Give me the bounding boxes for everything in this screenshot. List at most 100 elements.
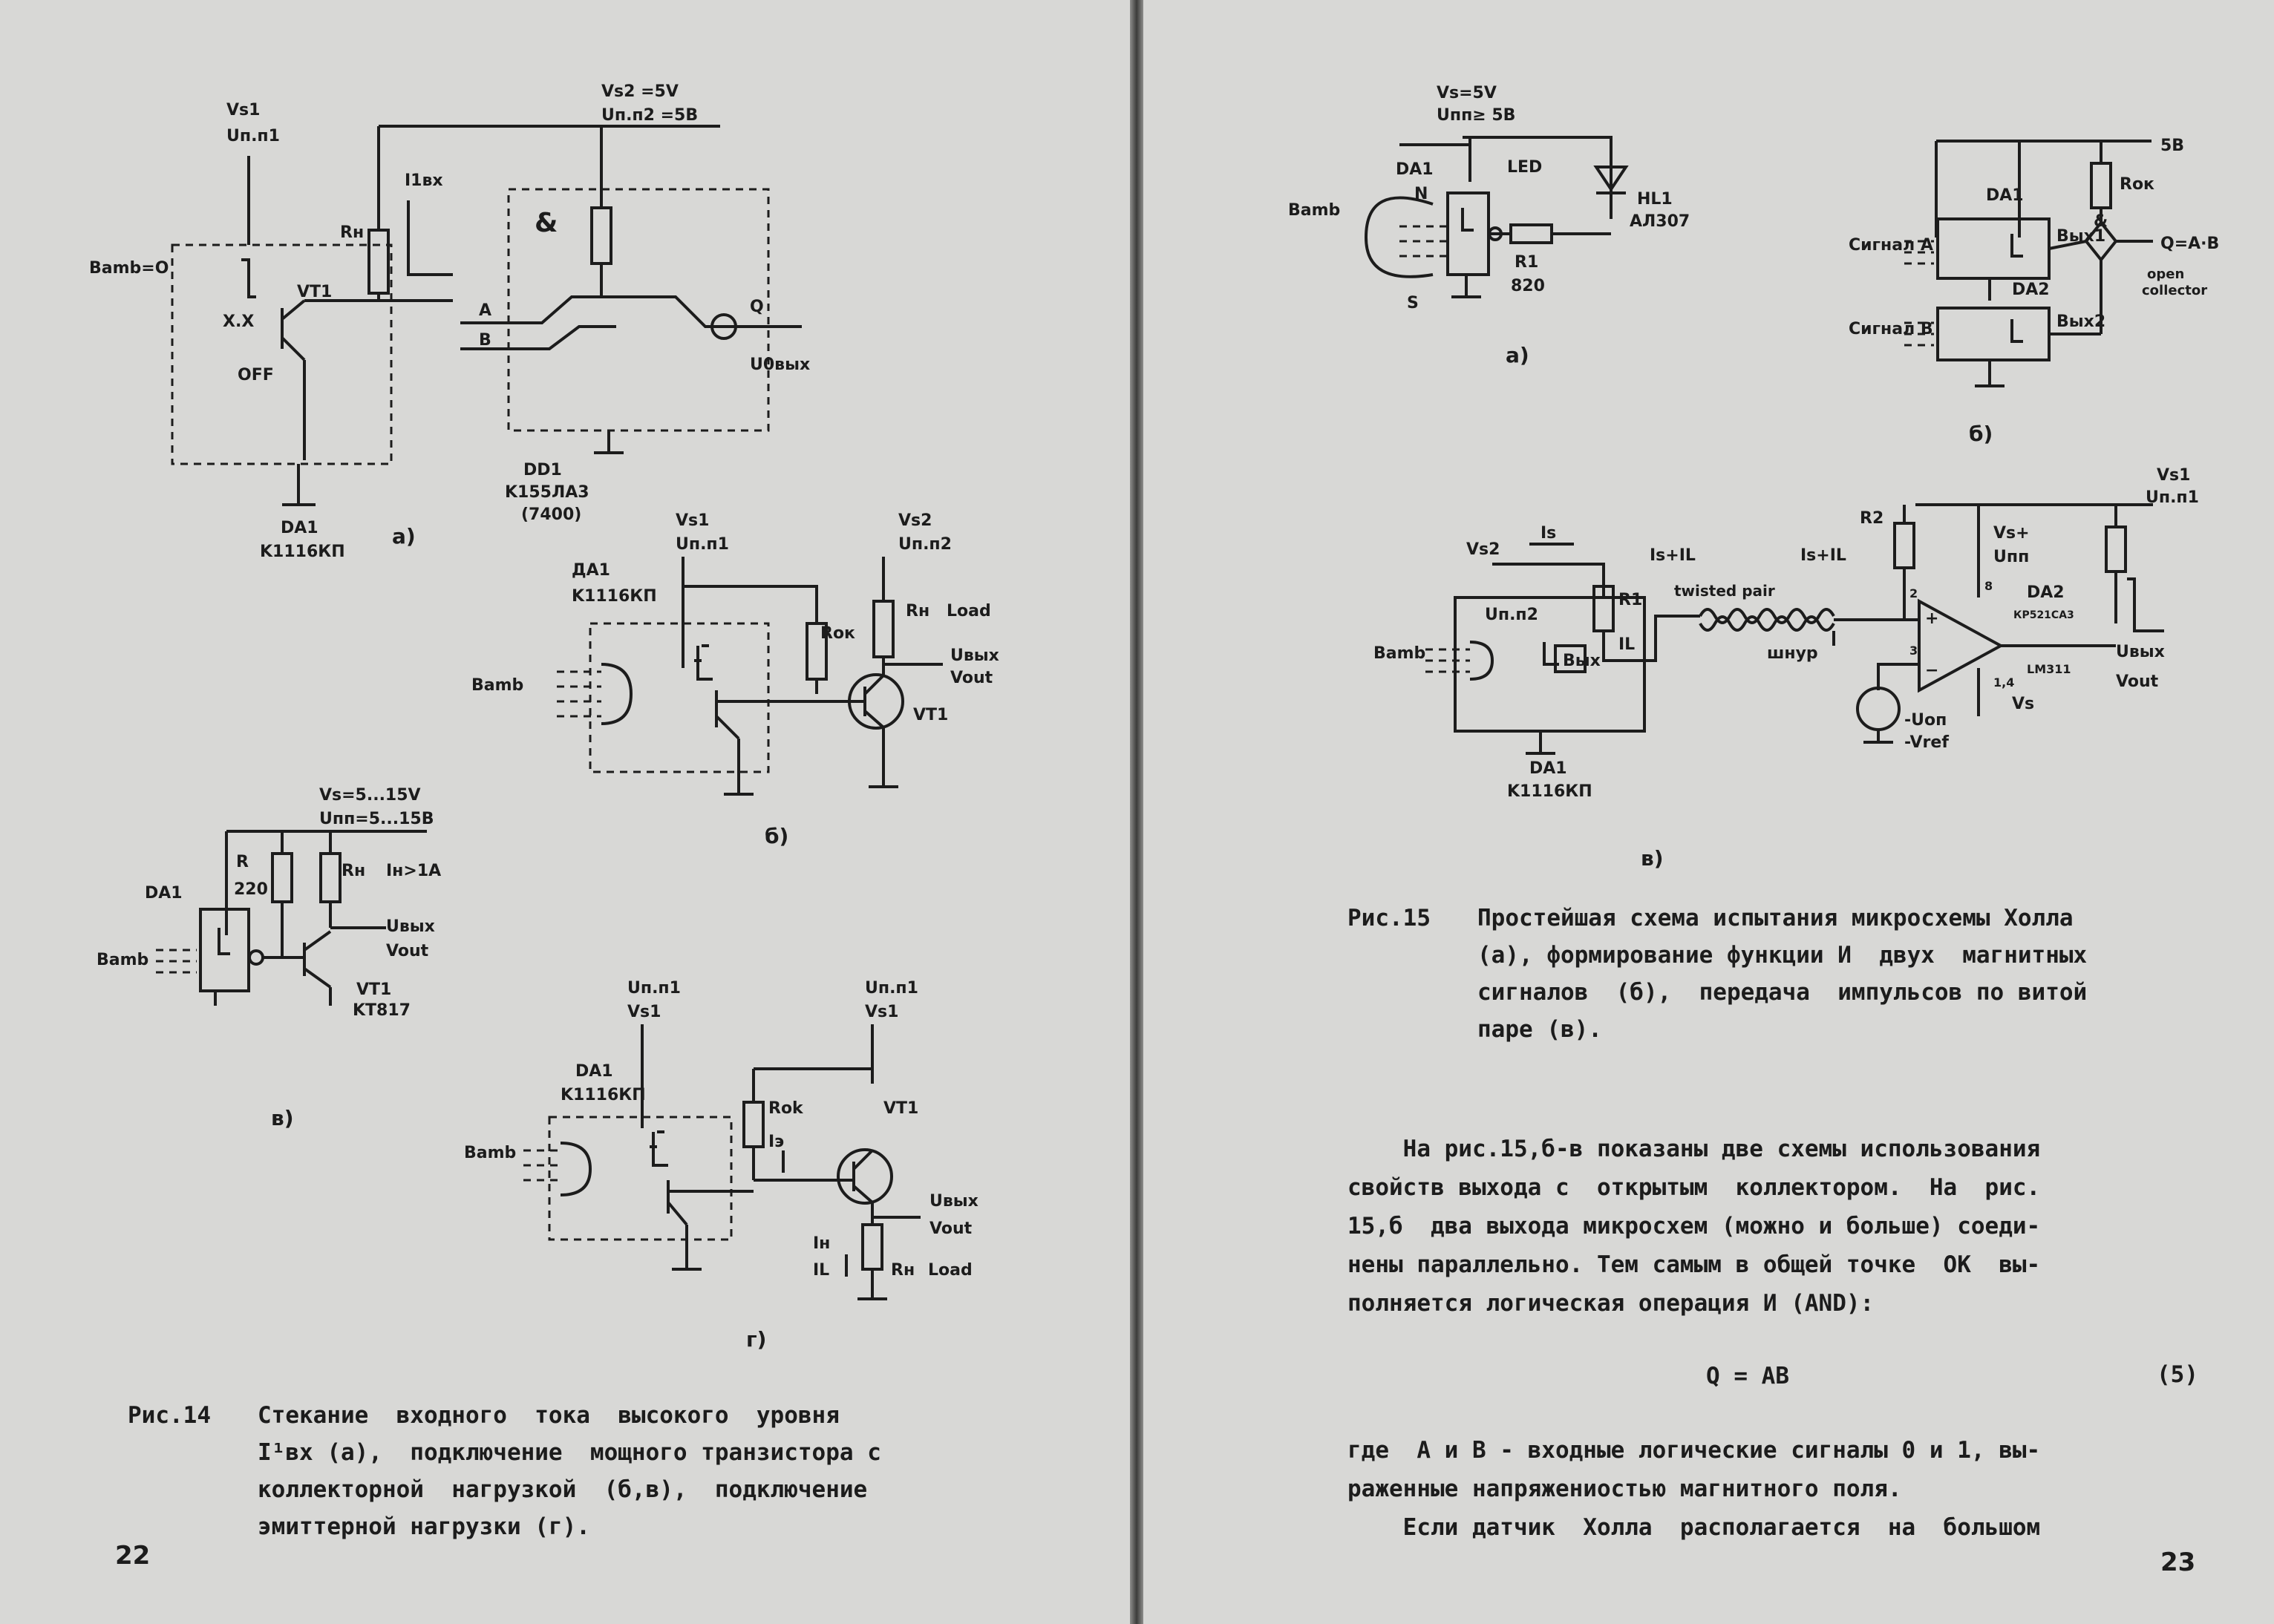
figure14-caption: Рис.14 Стекание входного тока высокого у… (128, 1397, 1019, 1560)
fig14a-upit2: Uп.п2 =5В (601, 106, 698, 125)
fig14v-da1: DA1 (145, 884, 183, 903)
fig15c-vsm: Vs (2012, 695, 2034, 713)
fig14b-load: Load (947, 602, 991, 621)
fig14b-upit2: Uп.п2 (898, 535, 952, 554)
equation-5-number: (5) (2157, 1355, 2198, 1394)
fig14g-load: Load (928, 1261, 973, 1280)
figure14-caption-line-3: коллекторной нагрузкой (б,в), подключени… (258, 1476, 868, 1503)
figure15-caption-number: Рис.15 (1347, 905, 1431, 931)
fig15b-label: б) (1969, 422, 1993, 446)
body-line: Если датчик Холла располагается на больш… (1347, 1514, 2041, 1541)
fig15a-r1: R1 (1515, 253, 1538, 272)
figure14-v-circuit: Vs=5...15V Uпп=5...15В R 220 Rн Iн>1A Uв… (97, 786, 441, 1020)
fig15c-plus: + (1925, 609, 1938, 628)
fig15c-vyx: Вых (1563, 652, 1601, 670)
fig14a-da1: DA1 (281, 519, 318, 537)
fig15c-upp: Uпп (1993, 548, 2029, 566)
fig14a-vt1: VT1 (297, 283, 332, 301)
fig14v-r-val: 220 (234, 880, 268, 899)
fig15c-r1: R1 (1618, 591, 1642, 609)
figure15-caption: Рис.15 Простейшая схема испытания микрос… (1347, 900, 2253, 1063)
fig15c-da2-part: КР521СА3 (2013, 609, 2074, 621)
fig14v-vs: Vs=5...15V (319, 786, 421, 805)
fig14g-ie: Iэ (768, 1133, 784, 1151)
right-page: Vs=5V Uпп≥ 5В DA1 R1 820 LED HL1 АЛ307 B… (1143, 0, 2274, 1624)
fig14g-da1: DA1 (575, 1062, 613, 1081)
fig14g-vt1: VT1 (883, 1099, 918, 1118)
body-line: На рис.15,б-в показаны две схемы использ… (1347, 1136, 2041, 1162)
body-line: свойств выхода с открытым коллектором. Н… (1347, 1174, 2041, 1201)
fig14a-uvyx: U0вых (750, 356, 810, 374)
fig14a-a: A (479, 301, 491, 320)
fig15c-da2: DA2 (2027, 583, 2065, 602)
page-number-left: 22 (115, 1541, 151, 1571)
fig14b-da1-part: K1116КП (572, 587, 657, 606)
fig15a-hl: HL1 (1637, 190, 1673, 209)
fig14a-vs2: Vs2 =5V (601, 82, 679, 101)
equation-5: Q = AB (1706, 1357, 1789, 1395)
fig14g-in: Iн (813, 1234, 830, 1253)
fig14v-uvyx: Uвых (386, 917, 435, 936)
fig15c-is-il2: Is+IL (1800, 546, 1846, 565)
left-page: Vs1 Uп.п1 Bamb=O VT1 X.X OFF DA1 K1116КП… (0, 0, 1130, 1624)
figure15-caption-line-3: сигналов (б), передача импульсов по вито… (1477, 979, 2088, 1006)
fig14b-upit1: Uп.п1 (676, 535, 729, 554)
fig14v-vout: Vout (386, 942, 429, 960)
body-paragraph-1: На рис.15,б-в показаны две схемы использ… (1347, 1130, 2040, 1323)
fig14a-ivx: I1вх (405, 171, 443, 190)
fig15a-hl-part: АЛ307 (1630, 212, 1690, 231)
fig14a-rn: Rн (340, 223, 364, 242)
figure14-caption-number: Рис.14 (128, 1402, 211, 1429)
fig14v-r: R (236, 853, 249, 871)
fig14b-vout: Vout (950, 669, 993, 687)
fig14g-uvyx: Uвых (929, 1192, 978, 1211)
fig14a-xx: X.X (223, 312, 254, 331)
page-number-right: 23 (2160, 1548, 2196, 1577)
fig14b-label: б) (765, 824, 789, 848)
body-paragraph-2: где А и В - входные логические сигналы 0… (1347, 1431, 2040, 1547)
fig15b-da2: DA2 (2012, 281, 2050, 299)
fig14g-rn: Rн (891, 1261, 915, 1280)
fig14a-dd1-part: K155ЛА3 (505, 483, 589, 502)
fig15a-r1-val: 820 (1511, 277, 1545, 295)
fig15a-label: а) (1506, 343, 1529, 367)
fig14b-rok: Rок (820, 624, 855, 643)
fig15c-uop: -Uоп (1904, 711, 1947, 730)
fig15b-oc2: collector (2142, 283, 2207, 298)
fig15a-bamb: Bamb (1288, 201, 1340, 220)
fig15c-n2: 2 (1909, 586, 1918, 600)
figure15-b-circuit: 5В Rок & Q=A·B open collector DA1 Сигнал… (1849, 137, 2219, 387)
fig15c-shnur: шнур (1767, 644, 1818, 663)
fig14v-vt1-part: KT817 (353, 1001, 411, 1020)
body-line: раженные напряжениостью магнитного поля. (1347, 1476, 1902, 1502)
fig14a-and: & (535, 208, 558, 238)
fig15b-rok: Rок (2120, 175, 2154, 194)
figure15-c-circuit: Vs1 Uп.п1 R2 Vs+ Uпп Vs2 Is Is+IL Is+IL … (1373, 466, 2199, 801)
fig14a-off: OFF (238, 366, 274, 384)
fig15c-upit1: Uп.п1 (2146, 488, 2199, 507)
fig14b-da1: ДА1 (572, 561, 610, 580)
fig15c-vs-plus: Vs+ (1993, 524, 2030, 543)
fig15c-label: в) (1641, 846, 1664, 871)
fig15c-n3: 3 (1909, 644, 1918, 658)
equation-text: Q = AB (1706, 1363, 1789, 1389)
fig14a-dd1: DD1 (523, 461, 562, 479)
fig14g-vs1b: Vs1 (865, 1003, 898, 1021)
fig15a-upit: Uпп≥ 5В (1437, 106, 1515, 125)
fig15c-bamb: Bamb (1373, 644, 1425, 663)
fig15c-da1: DA1 (1529, 759, 1567, 778)
fig14v-upit: Uпп=5...15В (319, 810, 434, 828)
fig14b-vs2: Vs2 (898, 511, 932, 530)
fig14a-b: B (479, 331, 491, 350)
fig15b-v5: 5В (2160, 137, 2184, 155)
body-line: нены параллельно. Тем самым в общей точк… (1347, 1251, 2041, 1278)
fig15c-vs2: Vs2 (1466, 540, 1500, 559)
fig15c-n8: 8 (1984, 579, 1993, 593)
fig15a-da1: DA1 (1396, 160, 1434, 179)
figure15-caption-line-2: (а), формирование функции И двух магнитн… (1477, 942, 2088, 969)
fig14a-q: Q (750, 298, 764, 316)
fig14b-rn: Rн (906, 602, 929, 621)
fig14v-in: Iн>1A (386, 862, 441, 880)
fig14g-il: IL (813, 1261, 829, 1280)
fig15a-s: S (1407, 294, 1419, 312)
